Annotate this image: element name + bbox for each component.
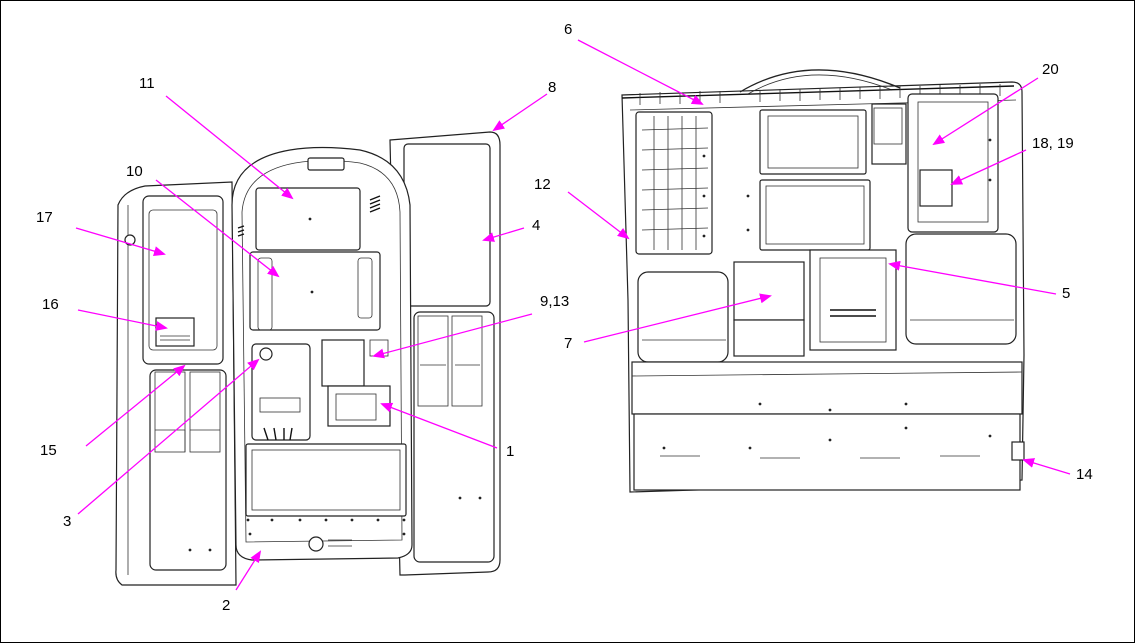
leader-lines	[75, 39, 1071, 591]
callout-5: 5	[1062, 285, 1071, 302]
callout-14: 14	[1076, 466, 1093, 483]
callout-1: 1	[506, 443, 515, 460]
leader-7	[583, 293, 772, 343]
callout-15: 15	[40, 442, 57, 459]
leader-1	[380, 402, 498, 449]
leader-14	[1022, 458, 1071, 475]
right-door-panel	[389, 131, 501, 576]
callout-8: 8	[548, 79, 557, 96]
leader-2	[235, 550, 262, 591]
leader-5	[888, 260, 1057, 295]
rear-grille	[641, 116, 709, 250]
callout-4: 4	[532, 217, 541, 234]
leader-15	[85, 364, 186, 447]
callout-16: 16	[42, 296, 59, 313]
leader-9-13	[372, 313, 533, 359]
callout-11: 11	[139, 75, 155, 92]
leader-3	[77, 358, 260, 515]
center-cabinet	[231, 146, 413, 561]
callout-17: 17	[36, 209, 53, 226]
rear-top-rail-ticks	[639, 84, 1001, 105]
front-fastener-dots	[188, 217, 482, 552]
leader-6	[577, 39, 704, 105]
leader-16	[77, 309, 168, 331]
callout-3: 3	[63, 513, 72, 530]
leader-8	[492, 93, 548, 132]
leader-10	[155, 179, 280, 278]
callout-12: 12	[534, 176, 551, 193]
callout-2: 2	[222, 597, 231, 614]
leader-18-19	[950, 149, 1027, 185]
leader-20	[932, 77, 1039, 146]
leader-4	[482, 227, 525, 242]
callout-10: 10	[126, 163, 143, 180]
leader-17	[75, 227, 166, 256]
callout-18-19: 18, 19	[1032, 135, 1074, 152]
callout-7: 7	[564, 335, 573, 352]
leader-11	[165, 95, 294, 200]
rear-fastener-dots	[662, 138, 992, 450]
callout-6: 6	[564, 21, 573, 38]
callout-9-13: 9,13	[540, 293, 570, 310]
front-view-unit	[115, 131, 501, 586]
left-door-panel	[115, 181, 237, 586]
callout-20: 20	[1042, 61, 1059, 78]
rear-view-unit	[621, 69, 1025, 493]
leader-12	[567, 191, 630, 240]
